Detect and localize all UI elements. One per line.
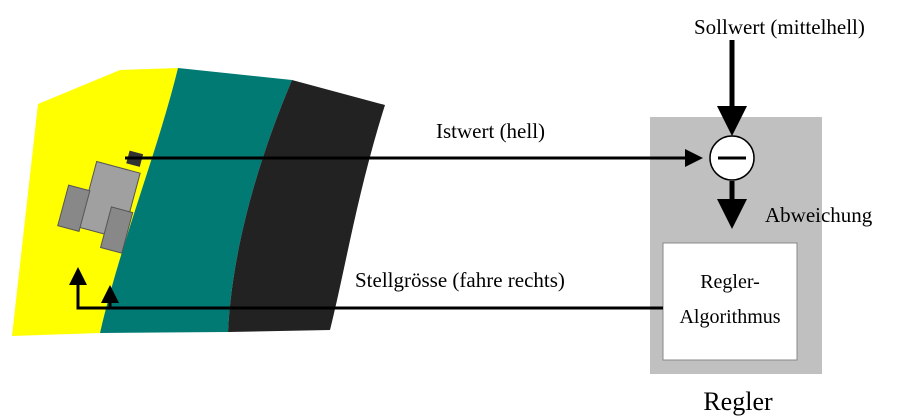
algorithm-label-line2: Algorithmus xyxy=(679,306,780,328)
comparator xyxy=(709,135,755,181)
field-stripe-dark xyxy=(228,80,385,332)
robot-wheel-right xyxy=(99,206,134,254)
abweichung-label: Abweichung xyxy=(765,203,873,227)
sollwert-label: Sollwert (mittelhell) xyxy=(694,15,865,39)
robot-wheel-left xyxy=(57,184,91,232)
stellgroesse-path xyxy=(69,267,663,310)
field-stripe-middle xyxy=(100,68,292,333)
algorithm-box xyxy=(662,242,798,361)
stellgroesse-label: Stellgrösse (fahre rechts) xyxy=(355,268,565,292)
controller-title: Regler xyxy=(703,387,773,416)
algorithm-label-line1: Regler- xyxy=(700,271,760,293)
istwert-label: Istwert (hell) xyxy=(436,119,545,143)
